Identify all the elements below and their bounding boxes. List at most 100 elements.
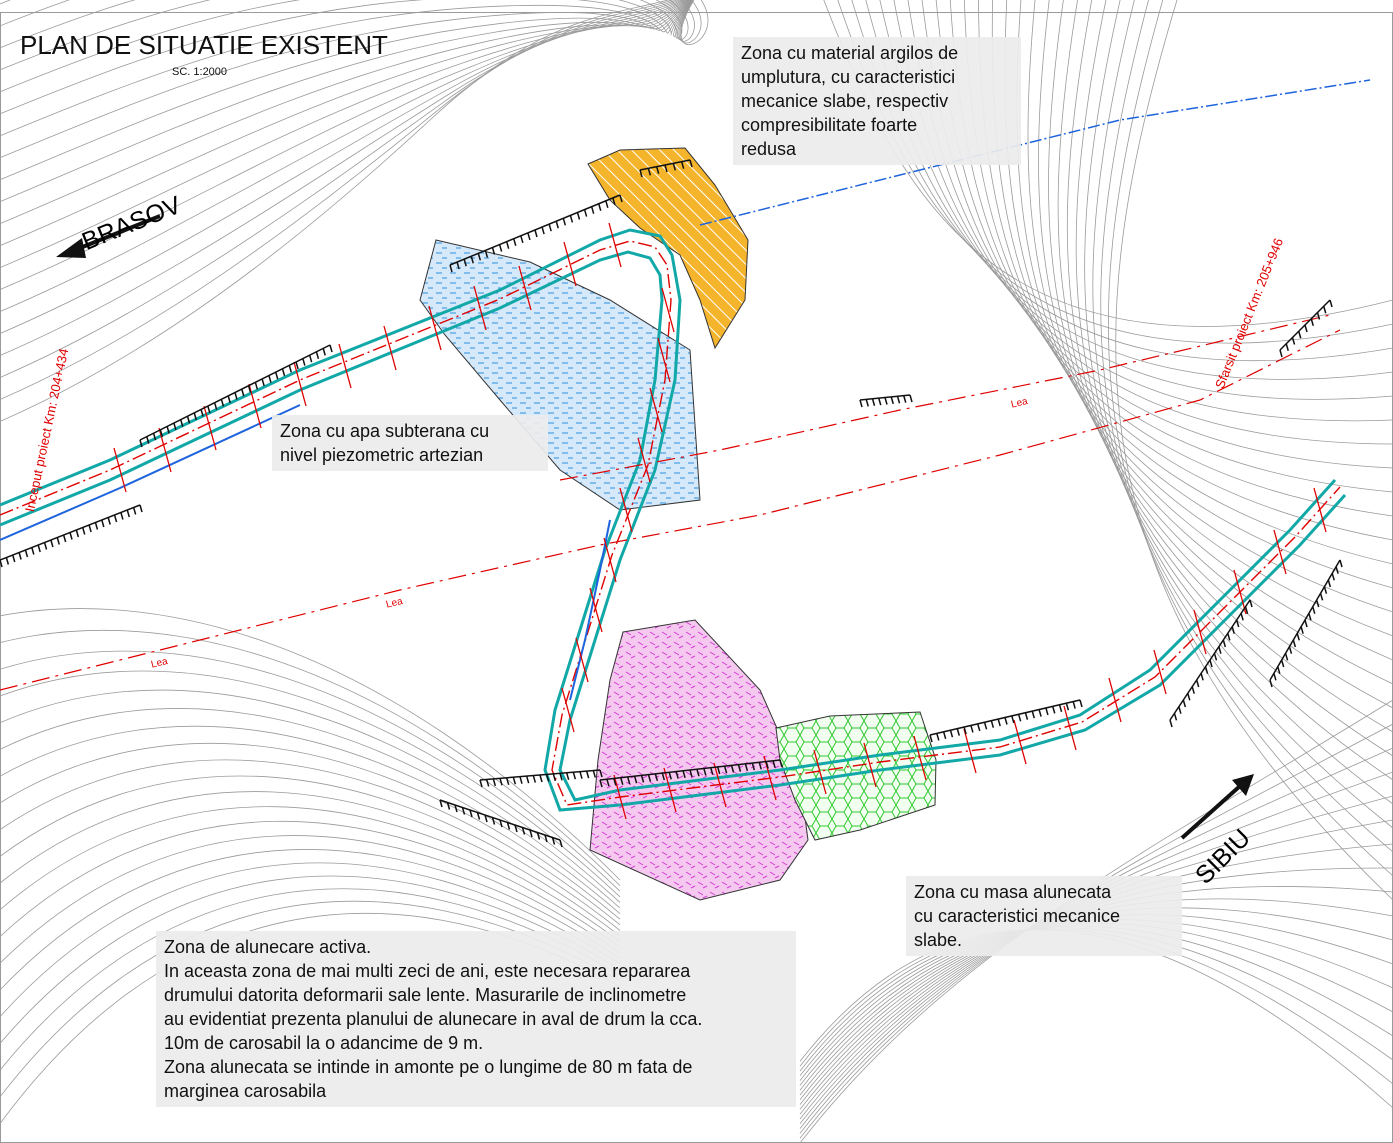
retaining-wall-tick [909,394,913,403]
clay-fill-zone [587,147,749,350]
contour-line [0,888,621,1071]
retaining-wall-tick [583,209,588,217]
contour-line [0,0,691,181]
retaining-wall-tick [69,532,73,540]
retaining-wall-tick [751,762,756,771]
retaining-wall-tick [871,398,876,406]
retaining-wall-tick [234,392,238,400]
retaining-wall-tick [977,723,981,732]
retaining-wall-tick [1204,666,1209,674]
retaining-wall-tick [179,419,184,427]
retaining-wall-tick [532,775,537,783]
retaining-wall-tick [288,365,293,373]
cross-section-line [1273,529,1287,575]
retaining-wall-tick [1288,646,1293,654]
retaining-wall-tick [308,354,313,363]
retaining-wall-tick [1327,579,1332,588]
retaining-wall-tick [446,802,451,810]
contour-line [0,0,688,269]
retaining-wall-tick [505,241,510,249]
retaining-wall-tick [997,718,1001,727]
retaining-wall-tick [1319,593,1324,601]
retaining-wall-tick [548,223,552,232]
contour-line [1115,0,1393,901]
retaining-wall-tick [456,261,460,270]
retaining-wall-tick [865,399,869,407]
retaining-wall-tick [88,524,92,533]
retaining-wall-tick [1072,701,1076,709]
retaining-wall-tick [1187,693,1191,701]
retaining-wall-tick [498,244,503,252]
retaining-wall-tick [31,547,35,555]
active-landslide-zone [589,619,809,901]
retaining-wall-tick [1169,719,1173,728]
retaining-wall-tick [1280,659,1285,668]
retaining-wall-tick [479,779,483,788]
retaining-wall-tick [1249,599,1253,608]
retaining-wall-tick [599,769,603,778]
note-active-landslide-zone: Zona de alunecare activa. In aceasta zon… [156,931,796,1107]
contour-line [0,725,621,914]
retaining-wall-tick [744,763,749,772]
contour-line [0,862,621,1018]
water-conduit [0,404,611,701]
retaining-wall-tick [56,537,60,545]
retaining-wall-tick [1310,318,1314,326]
retaining-wall-tick [1231,626,1235,634]
retaining-wall-tick [227,395,231,404]
retaining-wall-tick [1291,337,1296,345]
retaining-wall-tick [152,433,157,441]
note-sliding-mass-zone: Zona cu masa alunecata cu caracteristici… [906,876,1182,956]
note-line: mecanice slabe, respectiv [741,91,949,111]
retaining-wall-tick [585,770,590,779]
retaining-wall-tick [491,247,496,255]
retaining-wall-tick [492,778,497,787]
retaining-wall-tick [454,804,458,813]
retaining-wall-tick [640,775,645,783]
cross-section-line [1193,609,1207,655]
retaining-wall-tick [1024,712,1029,720]
retaining-wall-tick [1031,710,1035,719]
contour-line [978,0,1393,565]
retaining-wall-tick [200,409,204,417]
contour-line [0,791,621,937]
retaining-wall-tick [207,405,211,414]
retaining-wall-tick [139,439,143,448]
contour-line [0,0,693,93]
retaining-wall-tick [1304,619,1308,628]
retaining-structures [0,159,1343,848]
contour-line [0,689,621,903]
retaining-wall-tick [512,777,517,785]
retaining-wall-tick [50,539,54,548]
retaining-wall-tick [274,371,279,380]
retaining-wall-tick [647,774,652,782]
retaining-wall-tick [765,761,769,769]
cross-section-line [1233,569,1247,615]
retaining-wall-tick [779,759,783,768]
contour-line [1107,0,1393,877]
contour-line [0,0,692,159]
contour-line [0,759,621,926]
retaining-wall-tick [1315,599,1320,608]
retaining-wall-tick [983,722,988,730]
cross-section-line [561,687,575,733]
retaining-wall-tick [1329,299,1333,308]
retaining-wall-tick [107,517,111,525]
retaining-wall-tick [655,166,660,174]
retaining-wall-tick [1173,713,1178,721]
retaining-wall-tick [1304,324,1308,333]
note-line: cu caracteristici mecanice [914,906,1121,926]
retaining-wall-tick [439,799,443,808]
retaining-wall-tick [5,557,10,565]
retaining-wall-tick [689,769,693,778]
cross-section-line [713,762,727,808]
retaining-wall-tick [1195,679,1200,688]
retaining-wall-tick [1296,633,1300,641]
contour-line [1084,0,1393,805]
note-line: nivel piezometric artezian [280,445,484,465]
retaining-wall-tick [772,760,776,768]
retaining-wall-tick [1335,566,1339,574]
arrow-to-brasov [56,214,161,258]
contour-line [0,0,689,247]
contour-line [1027,0,1393,661]
